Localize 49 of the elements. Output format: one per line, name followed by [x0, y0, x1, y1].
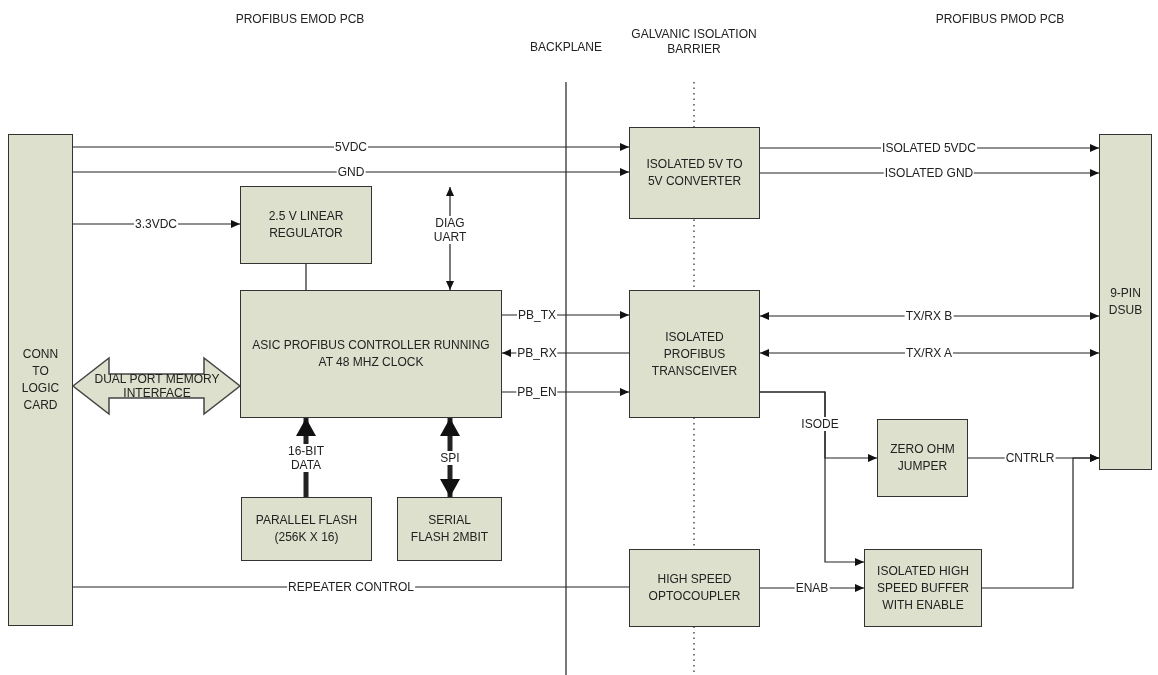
edge-label: DUAL PORT MEMORY INTERFACE	[93, 372, 221, 400]
edge-label: ISOLATED 5VDC	[881, 141, 977, 155]
block	[629, 549, 760, 627]
block-label: ZERO OHM JUMPER	[889, 441, 956, 475]
edge-label: CNTRLR	[1004, 451, 1056, 465]
section-heading: GALVANIC ISOLATION BARRIER	[630, 27, 758, 57]
block-label: ASIC PROFIBUS CONTROLLER RUNNING AT 48 MHZ CLOCK	[251, 337, 491, 371]
board-heading: PROFIBUS PMOD PCB	[934, 12, 1066, 27]
block	[629, 290, 760, 418]
block-label: 9-PIN DSUB	[1108, 285, 1143, 319]
arrow	[981, 454, 1100, 589]
connector-block	[8, 134, 73, 626]
edge-label: TX/RX B	[904, 309, 954, 323]
edge-label: PB_EN	[516, 385, 558, 399]
arrow	[72, 168, 630, 176]
edge-label: ISOLATED GND	[883, 166, 975, 180]
board-heading: PROFIBUS EMOD PCB	[234, 12, 366, 27]
arrow	[440, 418, 460, 497]
edge-label: PB_RX	[516, 346, 558, 360]
edge-label: ISODE	[800, 417, 840, 431]
block-label: ISOLATED HIGH SPEED BUFFER WITH ENABLE	[876, 562, 970, 614]
edge-label: 3.3VDC	[134, 217, 178, 231]
block-label: PARALLEL FLASH (256K X 16)	[254, 512, 359, 546]
edge-label: PB_TX	[517, 308, 557, 322]
connector-block	[1099, 134, 1152, 470]
block-label: SERIAL FLASH 2MBIT	[409, 512, 490, 546]
arrow	[72, 143, 630, 151]
edge-label: SPI	[439, 451, 461, 465]
block-label: ISOLATED 5V TO 5V CONVERTER	[645, 156, 744, 190]
arrow	[759, 391, 865, 566]
edge-label: GND	[336, 165, 366, 179]
block-label: ISOLATED PROFIBUS TRANSCEIVER	[650, 328, 739, 380]
block	[629, 127, 760, 219]
block-label: HIGH SPEED OPTOCOUPLER	[647, 571, 742, 605]
edge-label: REPEATER CONTROL	[287, 580, 415, 594]
edge-label: ENAB	[794, 581, 830, 595]
edge-label: 5VDC	[334, 140, 368, 154]
edge-label: TX/RX A	[905, 346, 953, 360]
double-arrow	[71, 356, 242, 416]
block	[397, 497, 502, 561]
section-heading: BACKPLANE	[529, 40, 603, 55]
connector-line	[305, 263, 307, 291]
block-label: CONN TO LOGIC CARD	[20, 346, 61, 414]
block	[241, 497, 372, 561]
block	[240, 186, 372, 264]
block-label: 2.5 V LINEAR REGULATOR	[267, 208, 345, 242]
block	[864, 549, 982, 627]
block	[240, 290, 502, 418]
block	[877, 419, 968, 497]
